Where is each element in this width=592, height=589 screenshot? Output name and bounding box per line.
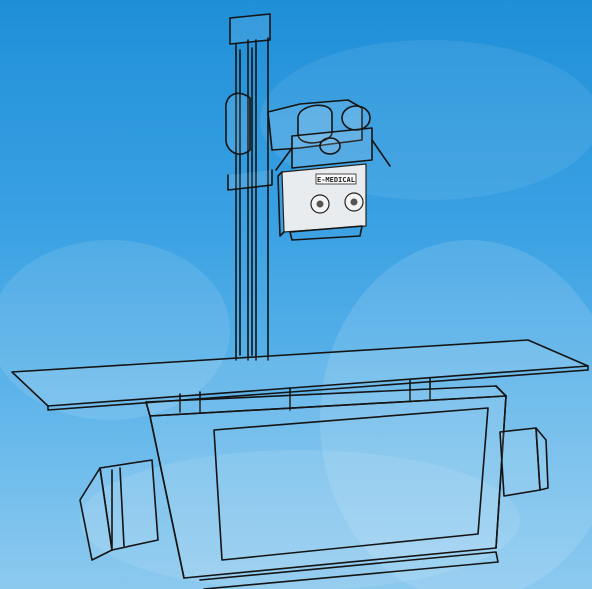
side-blocks (79, 427, 549, 561)
collimator-label: E-MEDICAL (317, 176, 355, 184)
table-top (11, 339, 589, 413)
vertical-column (229, 13, 271, 361)
collimator: E-MEDICAL (277, 163, 367, 241)
background-shapes (0, 40, 592, 589)
table-base (145, 385, 507, 589)
tube-head (225, 92, 391, 191)
